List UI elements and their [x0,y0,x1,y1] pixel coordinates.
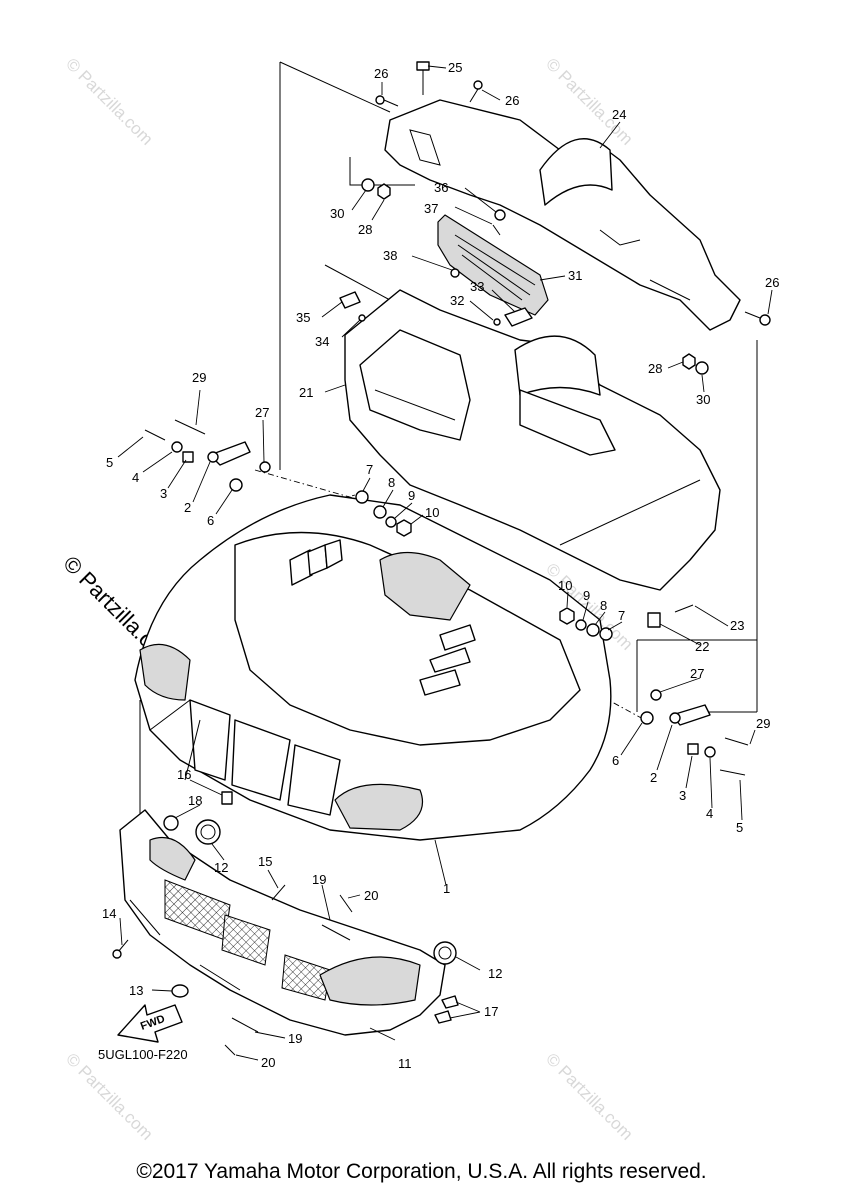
hardware-parts [112,61,771,1056]
callout-27: 27 [690,666,704,681]
callout-31: 31 [568,268,582,283]
callout-32: 32 [450,293,464,308]
part-11-front-grille[interactable] [119,809,446,1036]
copyright-notice: ©2017 Yamaha Motor Corporation, U.S.A. A… [136,1160,707,1183]
part-21-dash-panel[interactable] [344,289,721,591]
callout-38: 38 [383,248,397,263]
part-1-front-cowl[interactable] [134,494,612,841]
callout-7: 7 [366,462,373,477]
callout-28: 28 [358,222,372,237]
callout-5: 5 [736,820,743,835]
callout-11: 11 [398,1056,412,1071]
callout-18: 18 [188,793,202,808]
callout-5: 5 [106,455,113,470]
callout-3: 3 [679,788,686,803]
callout-14: 14 [102,906,116,921]
callout-15: 15 [258,854,272,869]
watermark-text: © Partzilla.com [62,54,156,148]
callout-26: 26 [374,66,388,81]
watermark-text: © Partzilla.com [542,1049,636,1143]
part-31-vent-grille[interactable] [437,214,549,316]
callout-17: 17 [484,1004,498,1019]
callout-27: 27 [255,405,269,420]
callout-8: 8 [388,475,395,490]
callout-7: 7 [618,608,625,623]
fwd-arrow: FWD [117,1004,183,1043]
part-24-dash-cover[interactable] [384,99,741,331]
callout-25: 25 [448,60,462,75]
callout-22: 22 [695,639,709,654]
callout-4: 4 [132,470,139,485]
callout-26: 26 [505,93,519,108]
diagram-code-label: 5UGL100-F220 [98,1047,188,1062]
callout-9: 9 [408,488,415,503]
callout-36: 36 [434,180,448,195]
callout-20: 20 [364,888,378,903]
callout-9: 9 [583,588,590,603]
callout-20: 20 [261,1055,275,1070]
callout-35: 35 [296,310,310,325]
leader-lines [117,65,773,1061]
watermark-text: © Partzilla.com [542,54,636,148]
callout-19: 19 [312,872,326,887]
callout-numbers: 25 26 26 24 26 30 28 36 37 38 31 33 32 3… [102,60,779,1071]
callout-28: 28 [648,361,662,376]
callout-12: 12 [488,966,502,981]
callout-34: 34 [315,334,329,349]
reference-lines [139,61,758,820]
callout-23: 23 [730,618,744,633]
callout-8: 8 [600,598,607,613]
callout-30: 30 [330,206,344,221]
callout-3: 3 [160,486,167,501]
callout-19: 19 [288,1031,302,1046]
callout-10: 10 [425,505,439,520]
callout-2: 2 [184,500,191,515]
callout-1: 1 [443,881,450,896]
callout-2: 2 [650,770,657,785]
callout-30: 30 [696,392,710,407]
callout-6: 6 [612,753,619,768]
callout-29: 29 [192,370,206,385]
callout-37: 37 [424,201,438,216]
callout-29: 29 [756,716,770,731]
callout-10: 10 [558,578,572,593]
callout-26: 26 [765,275,779,290]
callout-16: 16 [177,767,191,782]
callout-12: 12 [214,860,228,875]
callout-24: 24 [612,107,626,122]
callout-4: 4 [706,806,713,821]
callout-21: 21 [299,385,313,400]
watermark-text: © Partzilla.com [62,1049,156,1143]
callout-13: 13 [129,983,143,998]
callout-33: 33 [470,279,484,294]
callout-6: 6 [207,513,214,528]
